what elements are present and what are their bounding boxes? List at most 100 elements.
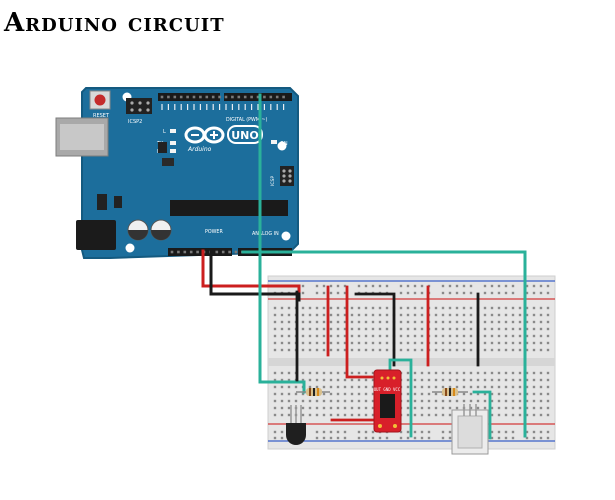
breadboard-hole — [483, 392, 487, 396]
smd-chip — [114, 196, 122, 208]
breadboard-hole — [420, 348, 424, 352]
breadboard-hole — [308, 327, 312, 331]
header-pin — [196, 250, 199, 254]
breadboard-hole — [455, 341, 459, 345]
breadboard-hole — [385, 284, 389, 288]
breadboard-hole — [336, 327, 340, 331]
breadboard-hole — [532, 320, 536, 324]
breadboard-hole — [413, 385, 417, 389]
breadboard-hole — [301, 399, 305, 403]
wire-teal-analog — [241, 250, 527, 438]
breadboard-hole — [504, 320, 508, 324]
breadboard-hole — [371, 385, 375, 389]
breadboard-hole — [511, 378, 515, 382]
breadboard-hole — [518, 348, 522, 352]
breadboard-hole — [336, 413, 340, 417]
breadboard-hole — [462, 348, 466, 352]
breadboard-hole — [525, 378, 529, 382]
breadboard-hole — [406, 371, 410, 375]
breadboard-hole — [301, 392, 305, 396]
breadboard-hole — [294, 399, 298, 403]
breadboard-hole — [476, 378, 480, 382]
breadboard-hole — [308, 413, 312, 417]
breadboard-hole — [525, 291, 529, 295]
breadboard-hole — [287, 320, 291, 324]
breadboard-hole — [301, 334, 305, 338]
breadboard-hole — [315, 378, 319, 382]
header-pin — [234, 250, 238, 254]
breadboard-hole — [525, 392, 529, 396]
breadboard-hole — [490, 371, 494, 375]
breadboard-hole — [546, 291, 550, 295]
arduino-board: RESET ICSP2 DIGITAL (PWM ~) L TX RX — [55, 87, 299, 259]
breadboard-hole — [497, 406, 501, 410]
breadboard-hole — [462, 306, 466, 310]
breadboard-hole — [511, 313, 515, 317]
breadboard-hole — [301, 327, 305, 331]
breadboard-hole — [301, 348, 305, 352]
breadboard-hole — [525, 430, 529, 434]
breadboard-hole — [413, 313, 417, 317]
breadboard-hole — [469, 327, 473, 331]
breadboard-hole — [455, 284, 459, 288]
mount-hole — [125, 243, 135, 253]
breadboard-hole — [532, 436, 536, 440]
breadboard-hole — [546, 371, 550, 375]
breadboard-hole — [399, 284, 403, 288]
brand-label: Arduino — [187, 146, 212, 153]
breadboard-hole — [427, 406, 431, 410]
breadboard-hole — [280, 320, 284, 324]
breadboard-hole — [406, 392, 410, 396]
breadboard-hole — [413, 341, 417, 345]
sensor-module: OUT GND VCC — [373, 369, 402, 433]
breadboard-hole — [532, 371, 536, 375]
breadboard-hole — [364, 413, 368, 417]
breadboard-hole — [448, 291, 452, 295]
breadboard-hole — [364, 406, 368, 410]
breadboard-hole — [483, 348, 487, 352]
breadboard-hole — [497, 392, 501, 396]
breadboard-hole — [406, 348, 410, 352]
breadboard-hole — [399, 313, 403, 317]
wire-teal-digital — [258, 93, 306, 394]
breadboard-hole — [280, 392, 284, 396]
wire-red-5v — [201, 249, 301, 294]
breadboard-hole — [490, 430, 494, 434]
breadboard-hole — [329, 385, 333, 389]
breadboard-hole — [329, 341, 333, 345]
breadboard-hole — [308, 406, 312, 410]
breadboard-hole — [287, 406, 291, 410]
breadboard-hole — [441, 291, 445, 295]
breadboard-hole — [315, 430, 319, 434]
breadboard-hole — [385, 320, 389, 324]
breadboard-hole — [371, 392, 375, 396]
breadboard-hole — [420, 385, 424, 389]
breadboard-hole — [280, 378, 284, 382]
breadboard-hole — [427, 392, 431, 396]
breadboard-hole — [469, 284, 473, 288]
breadboard-hole — [280, 413, 284, 417]
breadboard-hole — [329, 371, 333, 375]
breadboard-hole — [315, 341, 319, 345]
reset-button-cap — [94, 94, 106, 106]
breadboard-hole — [420, 406, 424, 410]
header-pin — [231, 95, 234, 99]
breadboard-hole — [483, 313, 487, 317]
breadboard-hole — [301, 371, 305, 375]
breadboard-hole — [350, 334, 354, 338]
breadboard-hole — [322, 406, 326, 410]
breadboard-hole — [448, 348, 452, 352]
breadboard-hole — [315, 313, 319, 317]
breadboard-hole — [322, 348, 326, 352]
header-pin — [173, 95, 177, 99]
breadboard-hole — [301, 306, 305, 310]
arduino-logo — [184, 126, 225, 144]
breadboard-hole — [329, 406, 333, 410]
breadboard-hole — [434, 413, 438, 417]
breadboard-hole — [357, 385, 361, 389]
breadboard-hole — [462, 320, 466, 324]
breadboard-hole — [301, 284, 305, 288]
breadboard-hole — [434, 341, 438, 345]
breadboard-hole — [420, 378, 424, 382]
breadboard-hole — [308, 378, 312, 382]
